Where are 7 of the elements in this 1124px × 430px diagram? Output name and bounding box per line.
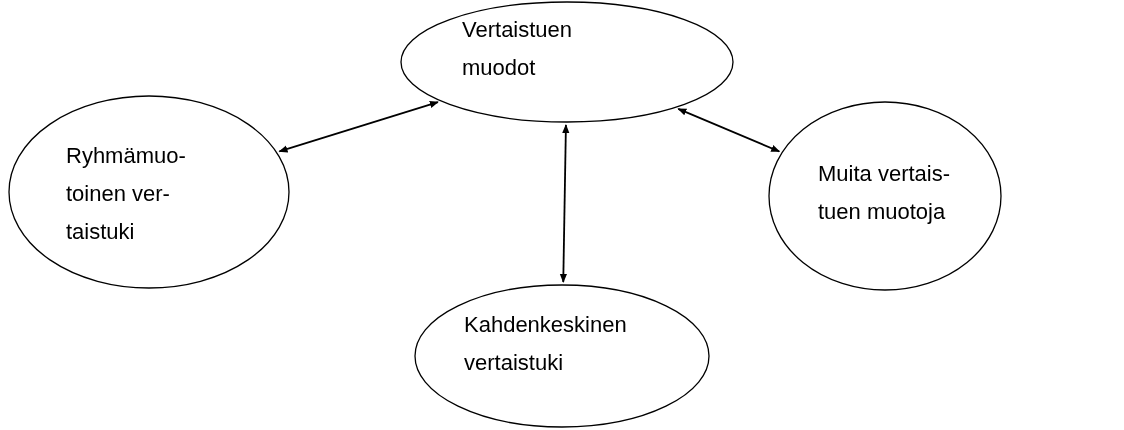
node-label: Muita vertais-tuen muotoja (818, 160, 952, 226)
node-label: Vertaistuen muodot (462, 16, 574, 82)
double-arrow (278, 101, 439, 153)
node-label: Kahdenkeskinen vertaistuki (464, 311, 628, 377)
double-arrow (559, 124, 570, 283)
double-arrow (677, 107, 781, 153)
node-label: Ryhmämuo-toinen ver-taistuki (66, 142, 187, 246)
